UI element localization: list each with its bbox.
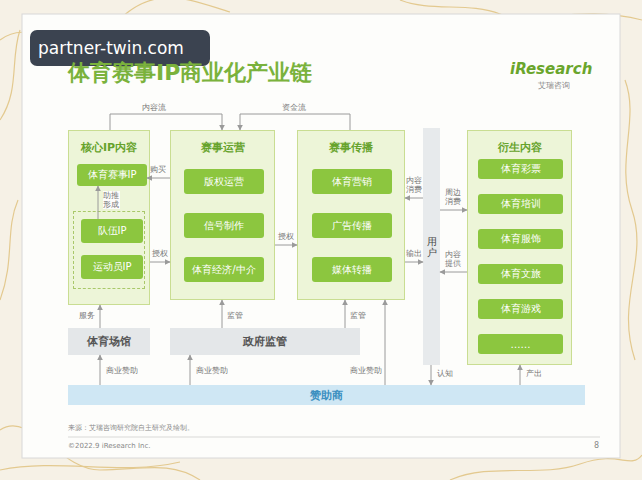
- edge-label: 内容提供: [445, 250, 462, 268]
- derivative-panel: 衍生内容体育彩票体育培训体育服饰体育文旅体育游戏 ……: [467, 130, 572, 365]
- regulator-box: 政府监管: [170, 328, 360, 355]
- edge-label: 内容消费: [406, 176, 423, 194]
- panel-heading: 赛事运营: [171, 140, 274, 155]
- process-box: 广告传播: [312, 213, 392, 238]
- process-box: 体育文旅: [478, 264, 563, 284]
- process-box: 媒体转播: [312, 257, 392, 282]
- flow-arrow: [405, 198, 423, 199]
- operation-panel: 赛事运营版权运营信号制作体育经济/中介: [170, 130, 275, 300]
- edge-label: 产出: [526, 369, 542, 378]
- process-box: ……: [478, 334, 563, 354]
- flow-arrow: [110, 114, 222, 130]
- source-note: 来源：艾瑞咨询研究院自主研究及绘制。: [68, 423, 194, 433]
- flow-arrow: [190, 355, 191, 385]
- box-label: 用户: [427, 236, 437, 258]
- box-label: 赞助商: [310, 388, 343, 403]
- box-label: 政府监管: [243, 334, 287, 349]
- edge-label: 授权: [152, 249, 168, 258]
- logo-subtext: 艾瑞咨询: [538, 80, 570, 91]
- process-box: 体育营销: [312, 169, 392, 194]
- flow-arrow: [100, 305, 101, 328]
- process-box: 运动员IP: [81, 255, 143, 279]
- box-label: 媒体转播: [332, 263, 372, 277]
- copyright: ©2022.9 iResearch Inc.: [68, 442, 151, 450]
- edge-label: 授权: [278, 232, 294, 241]
- flow-arrow: [147, 178, 170, 179]
- process-box: 队伍IP: [81, 219, 143, 243]
- edge-label: 内容流: [142, 103, 166, 112]
- flow-arrow: [240, 114, 350, 130]
- watermark: partner-twin.com: [38, 38, 184, 58]
- page-number: 8: [594, 441, 599, 450]
- flow-arrow: [222, 300, 223, 328]
- edge-label: 购买: [150, 165, 166, 174]
- box-label: 体育培训: [501, 197, 541, 211]
- box-label: 队伍IP: [98, 224, 127, 238]
- flow-arrow: [150, 262, 170, 263]
- edge-label: 资金流: [282, 103, 306, 112]
- flow-arrow: [405, 262, 423, 263]
- edge-label: 输出: [406, 249, 422, 258]
- process-box: 体育游戏: [478, 299, 563, 319]
- flow-arrow: [431, 365, 432, 385]
- sponsor-band: 赞助商: [68, 385, 585, 405]
- flow-arrow: [345, 300, 346, 328]
- flow-arrow: [385, 300, 386, 385]
- flow-arrow: [100, 355, 101, 385]
- footer-rule: [68, 437, 600, 438]
- edge-label: 认知: [437, 369, 453, 378]
- flow-arrow: [520, 365, 521, 385]
- box-label: 体育游戏: [501, 302, 541, 316]
- box-label: 体育服饰: [501, 232, 541, 246]
- box-label: 体育赛事IP: [88, 168, 137, 182]
- box-label: 版权运营: [204, 175, 244, 189]
- edge-label: 商业赞助: [350, 366, 382, 375]
- process-box: 体育培训: [478, 194, 563, 214]
- box-label: 体育场馆: [87, 334, 131, 349]
- box-label: 信号制作: [204, 219, 244, 233]
- box-label: 体育营销: [332, 175, 372, 189]
- process-box: 体育赛事IP: [77, 164, 147, 186]
- process-box: 版权运营: [184, 169, 264, 194]
- box-label: 体育文旅: [501, 267, 541, 281]
- process-box: 信号制作: [184, 213, 264, 238]
- panel-heading: 衍生内容: [468, 140, 571, 155]
- process-box: 体育服饰: [478, 229, 563, 249]
- flow-arrow: [440, 210, 467, 211]
- box-label: 体育经济/中介: [192, 263, 255, 277]
- ip-panel: 核心IP内容体育赛事IP 队伍IP 运动员IP: [68, 130, 150, 305]
- slide-card: [22, 14, 620, 458]
- panel-heading: 核心IP内容: [69, 140, 149, 155]
- flow-arrow: [98, 186, 99, 219]
- box-label: 广告传播: [332, 219, 372, 233]
- edge-label: 商业赞助: [106, 366, 138, 375]
- flow-arrow: [275, 245, 297, 246]
- edge-label: 监管: [227, 311, 243, 320]
- venue-box: 体育场馆: [68, 328, 150, 355]
- slide-title: 体育赛事IP商业化产业链: [68, 58, 312, 88]
- edge-label: 周边消费: [445, 188, 462, 206]
- box-label: 体育彩票: [501, 162, 541, 176]
- box-label: ……: [511, 339, 531, 350]
- edge-label: 服务: [79, 311, 95, 320]
- flow-arrow: [440, 272, 467, 273]
- box-label: 运动员IP: [93, 260, 132, 274]
- edge-label: 监管: [350, 311, 366, 320]
- process-box: 体育彩票: [478, 159, 563, 179]
- panel-heading: 赛事传播: [298, 140, 404, 155]
- broadcast-panel: 赛事传播体育营销广告传播媒体转播: [297, 130, 405, 300]
- edge-label: 助推形成: [103, 191, 120, 209]
- user-bar: 用户: [423, 128, 440, 365]
- logo-text: iResearch: [510, 60, 592, 78]
- edge-label: 商业赞助: [196, 366, 228, 375]
- process-box: 体育经济/中介: [184, 257, 264, 282]
